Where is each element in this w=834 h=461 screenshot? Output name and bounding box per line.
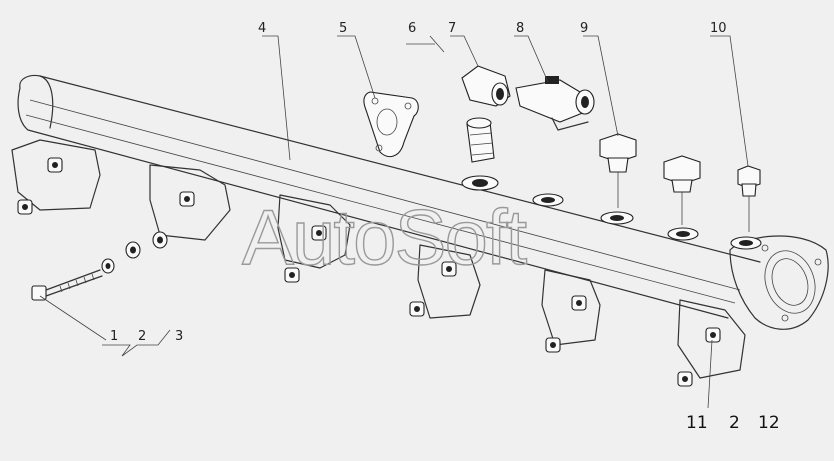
tube-bosses [461, 175, 762, 250]
callout-9: 9 [580, 21, 588, 36]
flange-bolt-1 [17, 199, 33, 215]
flange-bolt-2 [47, 157, 63, 173]
port-5 [541, 269, 601, 346]
callout-12: 12 [758, 413, 780, 433]
callout-4: 4 [258, 21, 266, 36]
outlet-flange [729, 235, 829, 330]
flange-bolts [17, 157, 721, 387]
flange-bolt-4 [311, 225, 327, 241]
watermark-text: AutoSoft [242, 193, 528, 281]
port-2 [149, 164, 231, 241]
callout-6: 6 [408, 21, 416, 36]
port-6 [677, 299, 746, 379]
manifold-tube [17, 74, 761, 319]
union-nut-part-6 [466, 117, 495, 163]
plug-part-10 [737, 165, 761, 232]
callout-3: 3 [175, 329, 183, 344]
washer-part-3 [125, 231, 168, 259]
flange-bolt-3 [179, 191, 195, 207]
port-1 [11, 139, 101, 211]
callout-11: 11 [686, 413, 708, 433]
flange-bolt-11 [677, 371, 693, 387]
callout-8: 8 [516, 21, 524, 36]
port-3 [277, 194, 351, 269]
callout-2: 2 [138, 329, 146, 344]
flange-bolt-10 [705, 327, 721, 343]
flange-bolt-5 [284, 267, 300, 283]
flange-bolt-8 [571, 295, 587, 311]
valve-handle-icon [545, 76, 559, 84]
flange-bolt-7 [409, 301, 425, 317]
runner-ports [11, 139, 746, 379]
elbow-fitting-part-7 [461, 65, 511, 107]
washer-part-2 [101, 258, 115, 274]
bolt-part-1 [31, 269, 103, 301]
plug-part-9 [599, 133, 637, 208]
callout-2-lower: 2 [729, 413, 740, 433]
callout-7: 7 [448, 21, 456, 36]
flange-bolt-6 [441, 261, 457, 277]
plug-part-middle [663, 155, 701, 225]
callout-5: 5 [339, 21, 347, 36]
leader-lines [39, 35, 749, 409]
callout-1: 1 [110, 329, 118, 344]
flange-bolt-9 [545, 337, 561, 353]
callout-10: 10 [710, 21, 727, 36]
port-4 [417, 244, 481, 319]
valve-part-8 [515, 76, 595, 131]
gasket-part-5 [363, 91, 419, 158]
